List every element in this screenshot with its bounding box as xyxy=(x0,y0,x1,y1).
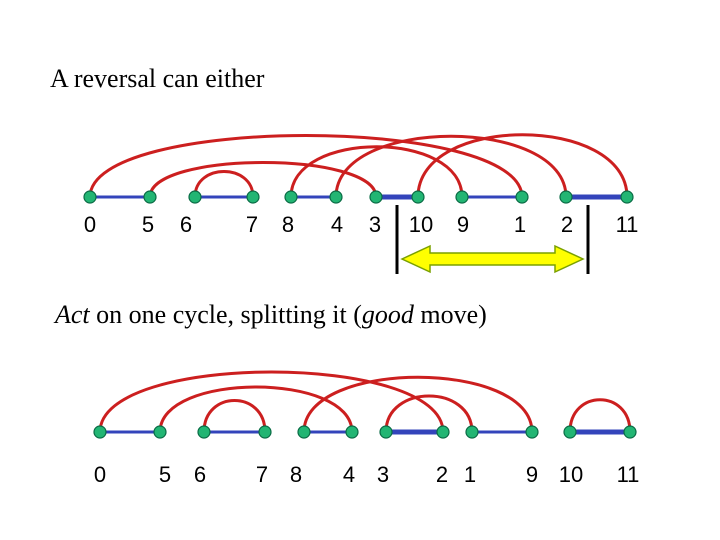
heading-a-reversal: A reversal can either xyxy=(50,64,265,93)
top-element-label: 3 xyxy=(369,212,381,237)
top-vertex xyxy=(369,190,383,204)
bottom-element-label: 11 xyxy=(617,462,640,487)
top-gray-edge-arc xyxy=(88,134,524,198)
top-gray-edge-arc xyxy=(193,170,255,198)
top-vertex xyxy=(329,190,343,204)
top-vertex xyxy=(559,190,573,204)
top-element-label: 8 xyxy=(282,212,294,237)
top-vertex xyxy=(620,190,634,204)
top-vertex xyxy=(143,190,157,204)
bottom-vertex xyxy=(345,425,359,439)
bottom-vertex xyxy=(436,425,450,439)
heading-mid-text: on one cycle, splitting it ( xyxy=(89,300,362,329)
bottom-element-label: 2 xyxy=(436,462,448,487)
reversal-boundary-bars xyxy=(395,205,590,274)
heading-mid-end: move) xyxy=(413,300,487,329)
heading-good-word: good xyxy=(361,300,414,329)
top-element-label: 5 xyxy=(142,212,154,237)
bottom-element-label: 4 xyxy=(343,462,355,487)
reversal-span-arrow xyxy=(400,244,585,274)
bottom-element-label: 6 xyxy=(194,462,206,487)
top-vertex xyxy=(455,190,469,204)
top-element-label: 7 xyxy=(246,212,258,237)
bottom-vertex xyxy=(525,425,539,439)
heading-act-on-one-cycle: Act on one cycle, splitting it (good mov… xyxy=(55,300,487,330)
bottom-gray-edge-arc xyxy=(384,394,474,433)
top-gray-edge-arc xyxy=(148,161,378,198)
heading-act-word: Act xyxy=(55,300,90,329)
top-element-label: 0 xyxy=(84,212,96,237)
bottom-vertex xyxy=(297,425,311,439)
bottom-vertex xyxy=(258,425,272,439)
bottom-element-label: 3 xyxy=(377,462,389,487)
top-vertex xyxy=(411,190,425,204)
bottom-gray-edge-arc xyxy=(568,398,632,433)
bottom-element-label: 0 xyxy=(94,462,106,487)
top-element-label: 1 xyxy=(514,212,526,237)
bottom-element-label: 7 xyxy=(256,462,268,487)
bottom-element-label: 1 xyxy=(464,462,476,487)
bottom-gray-edge-arc xyxy=(202,399,267,433)
bottom-element-label: 8 xyxy=(290,462,302,487)
top-gray-edge-arc xyxy=(334,134,568,198)
top-vertex xyxy=(188,190,202,204)
bottom-vertex xyxy=(93,425,107,439)
top-element-label: 4 xyxy=(331,212,343,237)
bottom-vertex xyxy=(465,425,479,439)
top-element-label: 9 xyxy=(457,212,469,237)
bottom-gray-edge-arc xyxy=(302,375,534,433)
bottom-gray-edge-arc xyxy=(158,385,354,433)
bottom-element-label: 9 xyxy=(526,462,538,487)
top-vertex xyxy=(515,190,529,204)
top-element-label: 10 xyxy=(409,212,433,237)
bottom-vertex xyxy=(563,425,577,439)
bottom-vertex xyxy=(623,425,637,439)
bottom-vertex xyxy=(153,425,167,439)
top-vertex xyxy=(284,190,298,204)
top-element-label: 2 xyxy=(561,212,573,237)
top-element-label: 11 xyxy=(616,212,639,237)
bottom-gray-edge-arc xyxy=(98,370,445,433)
top-vertex xyxy=(83,190,97,204)
double-arrow-icon xyxy=(400,244,585,274)
top-gray-edge-arc xyxy=(416,133,629,198)
bottom-vertex xyxy=(197,425,211,439)
top-gray-edge-arc xyxy=(289,145,464,198)
top-element-label: 6 xyxy=(180,212,192,237)
top-vertex xyxy=(246,190,260,204)
bottom-vertex xyxy=(379,425,393,439)
bottom-element-label: 5 xyxy=(159,462,171,487)
bottom-element-label: 10 xyxy=(559,462,583,487)
